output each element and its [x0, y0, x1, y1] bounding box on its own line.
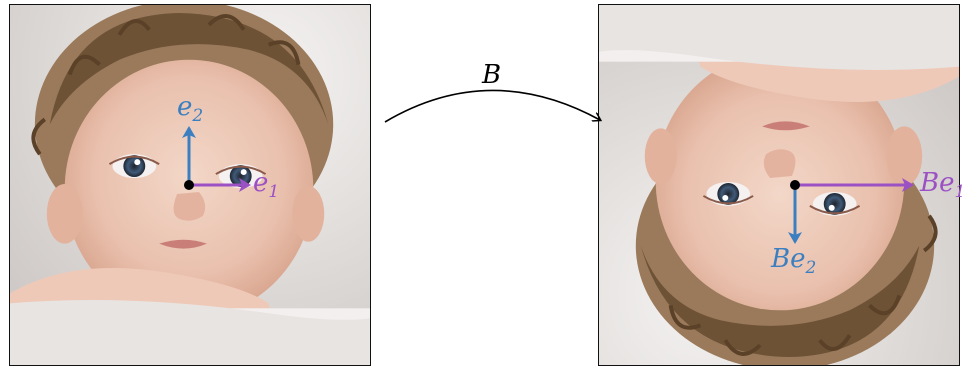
map-arrow [385, 90, 600, 122]
e1-label: e1 [253, 170, 279, 201]
map-label: B [482, 62, 501, 88]
right-origin-dot [790, 180, 800, 190]
Be1-label: Be1 [920, 170, 965, 201]
left-origin-dot [184, 180, 194, 190]
e2-label: e2 [177, 94, 203, 125]
Be2-label: Be2 [771, 246, 816, 277]
